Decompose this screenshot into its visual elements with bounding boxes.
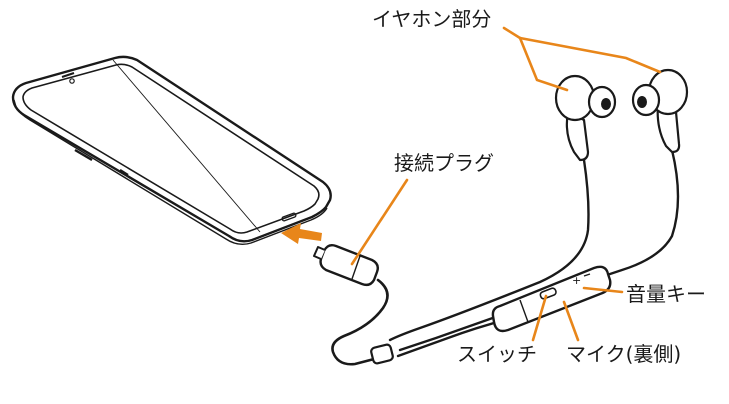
left-earbud-cable (388, 158, 590, 342)
left-ear-tip-hole (601, 98, 611, 110)
plug-leader (350, 178, 409, 266)
earphone-part-label: イヤホン部分 (372, 7, 492, 31)
phone-notch (61, 72, 75, 78)
plug-tip (313, 246, 326, 260)
usb-port (281, 212, 297, 222)
plug-body (319, 243, 380, 287)
right-earbud-cable (602, 148, 680, 278)
right-ear-tip-hole (637, 96, 647, 108)
plug-band (351, 255, 361, 280)
switch-button (539, 287, 557, 300)
earphone-leader-stub (502, 26, 522, 40)
earphone-cable (331, 148, 680, 366)
switch-leader (531, 294, 548, 342)
side-button (74, 148, 93, 162)
volume-leader (582, 286, 624, 294)
microphone-back-label: マイク(裏側) (566, 342, 682, 366)
phone-outer-body (11, 55, 332, 243)
right-earbud-stem (656, 102, 681, 154)
side-key-mark (119, 168, 129, 177)
cable-clip (370, 343, 394, 365)
right-earbud (631, 68, 689, 154)
mic-leader (562, 300, 580, 342)
phone-screen-edge (22, 63, 320, 234)
left-earbud (554, 74, 617, 162)
remote-control: + (491, 265, 612, 333)
phone-side-edge (13, 99, 328, 246)
left-earbud-stem (565, 110, 590, 162)
left-earbud-housing (554, 74, 596, 122)
connector-plug-label: 接続プラグ (394, 151, 494, 175)
remote-body (491, 265, 612, 333)
volume-key-label: 音量キー (626, 282, 706, 306)
earphone-leader-right (518, 36, 662, 74)
smartphone (11, 55, 332, 246)
plug-cable (331, 278, 389, 366)
volume-plus-mark: + (572, 274, 581, 287)
leader-lines (350, 26, 662, 342)
volume-minus-mark (583, 273, 591, 277)
connector-plug (313, 243, 380, 287)
insertion-arrow (281, 223, 322, 244)
remote-divider (519, 299, 529, 323)
right-cable-lower (398, 312, 506, 352)
switch-label: スイッチ (457, 342, 537, 366)
earphone-leader-left (518, 36, 569, 92)
phone-fold-line (112, 59, 261, 233)
front-camera (69, 78, 75, 84)
